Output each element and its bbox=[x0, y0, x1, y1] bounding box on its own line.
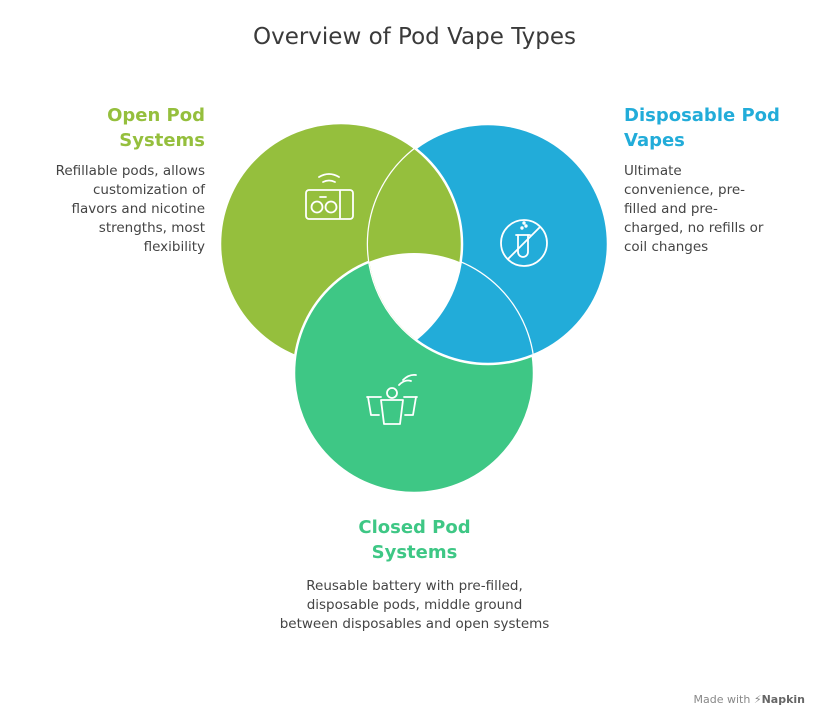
desc-line: filled and pre- bbox=[624, 201, 718, 217]
desc-line: Refillable pods, allows bbox=[55, 163, 205, 179]
heading-line: Systems bbox=[119, 130, 205, 151]
desc-line: charged, no refills or bbox=[624, 220, 764, 236]
closed-pod-description: Reusable battery with pre-filled, dispos… bbox=[0, 577, 829, 634]
heading-line: Closed Pod bbox=[358, 517, 471, 538]
heading-line: Systems bbox=[371, 542, 458, 563]
desc-line: coil changes bbox=[624, 239, 709, 255]
brand-name: Napkin bbox=[761, 693, 805, 706]
made-with-label: Made with bbox=[693, 693, 751, 706]
no-test-tube-icon bbox=[500, 219, 548, 267]
napkin-logo-icon: ⚡ bbox=[753, 693, 762, 706]
desc-line: flexibility bbox=[143, 239, 205, 255]
cups-icon bbox=[366, 373, 418, 425]
napkin-footer[interactable]: Made with ⚡Napkin bbox=[694, 693, 805, 706]
radio-icon bbox=[305, 173, 354, 220]
desc-line: between disposables and open systems bbox=[279, 616, 550, 632]
desc-line: customization of bbox=[93, 182, 205, 198]
heading-line: Disposable Pod bbox=[624, 105, 780, 126]
desc-line: convenience, pre- bbox=[624, 182, 746, 198]
center-overlap bbox=[368, 253, 462, 364]
heading-line: Vapes bbox=[624, 130, 685, 151]
disposable-heading: Disposable Pod Vapes bbox=[624, 103, 780, 153]
desc-line: flavors and nicotine bbox=[71, 201, 205, 217]
open-pod-heading: Open Pod Systems bbox=[100, 103, 205, 153]
desc-line: strengths, most bbox=[98, 220, 205, 236]
diagram-title: Overview of Pod Vape Types bbox=[252, 24, 577, 50]
disposable-description: Ultimate convenience, pre- filled and pr… bbox=[624, 162, 824, 257]
desc-line: disposable pods, middle ground bbox=[306, 597, 523, 613]
heading-line: Open Pod bbox=[107, 105, 205, 126]
closed-pod-heading: Closed Pod Systems bbox=[0, 515, 829, 565]
desc-line: Reusable battery with pre-filled, bbox=[306, 578, 523, 594]
desc-line: Ultimate bbox=[624, 163, 682, 179]
open-pod-description: Refillable pods, allows customization of… bbox=[20, 162, 205, 257]
